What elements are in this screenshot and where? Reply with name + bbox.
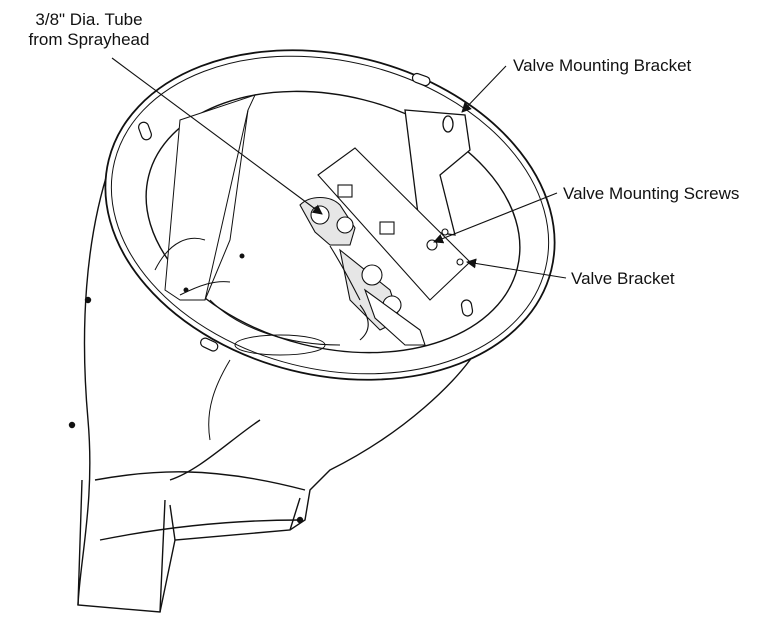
leader-valve-bracket: [466, 258, 567, 279]
callout-valve-bracket: Valve Bracket: [571, 269, 675, 288]
leader-valve-mounting-screws: [433, 192, 558, 244]
leader-lines: [111, 57, 567, 279]
leader-valve-mounting-bracket: [461, 65, 507, 113]
callout-tube-line2: from Sprayhead: [28, 30, 150, 49]
callout-tube: 3/8" Dia. Tube from Sprayhead: [6, 10, 172, 50]
callout-valve-mounting-bracket: Valve Mounting Bracket: [513, 56, 692, 75]
rim-slots: [138, 72, 474, 352]
valve-mounting-bracket: [404, 109, 471, 236]
leader-tube: [111, 57, 323, 215]
callout-valve-mounting-screws: Valve Mounting Screws: [563, 184, 740, 203]
basin-interior: [154, 94, 341, 356]
callout-tube-line1: 3/8" Dia. Tube: [35, 10, 143, 29]
